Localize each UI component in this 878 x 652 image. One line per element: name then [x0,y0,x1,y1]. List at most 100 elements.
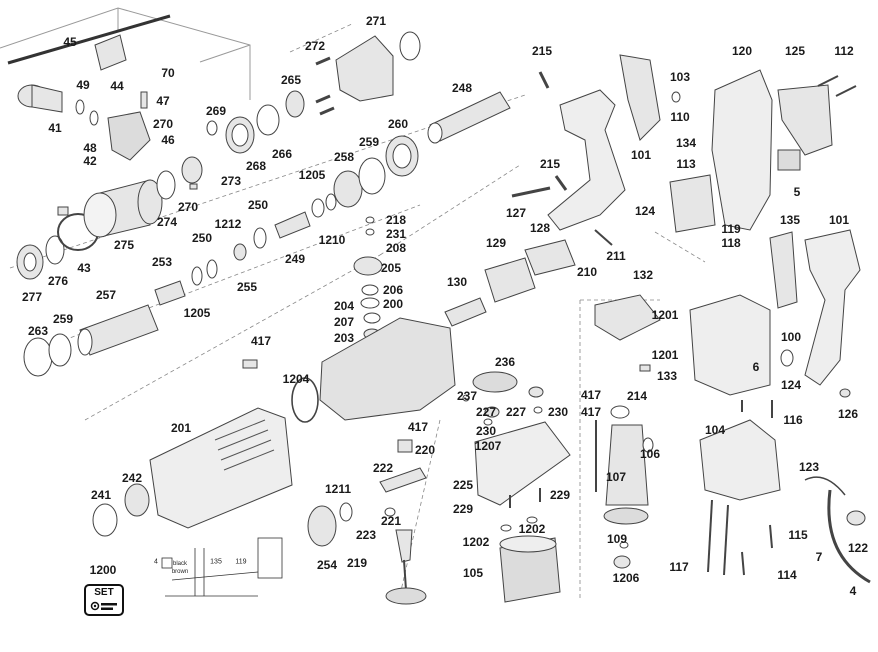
part-number-label: 230 [547,405,569,419]
shaft-part [7,14,171,65]
ring-part [191,266,203,286]
side-handle-part [804,229,861,386]
part-number-label: 129 [485,236,507,250]
part-number-label: 237 [456,389,478,403]
part-number-label: 109 [606,532,628,546]
part-number-label: 135 [779,213,801,227]
part-number-label: 249 [284,252,306,266]
part-number-label: 229 [549,488,571,502]
screw-part [741,551,745,576]
long-screw-part [723,504,729,576]
part-number-label: 42 [83,154,97,168]
rear-cover-part [711,69,773,231]
bracket-part [94,34,127,71]
clamp-bolt-part [57,206,69,216]
part-number-label: 122 [847,541,869,555]
part-number-label: 125 [784,44,806,58]
part-number-label: 242 [121,471,143,485]
screw-head-part [839,388,851,398]
part-number-label: 128 [529,221,551,235]
switch-part [669,174,716,233]
part-number-label: 215 [531,44,553,58]
part-number-label: 201 [170,421,192,435]
part-number-label: 124 [634,204,656,218]
part-number-label: 127 [505,206,527,220]
small-part [671,91,681,103]
plate-part [524,239,576,276]
ring-part [333,170,363,208]
sleeve-part [397,439,413,453]
part-number-label: 115 [788,528,808,542]
part-number-label: 268 [245,159,267,173]
part-number-label: 219 [346,556,368,570]
part-number-label: 276 [47,274,69,288]
part-number-label: 218 [385,213,407,227]
part-number-label: 254 [316,558,338,572]
part-number-label: 223 [355,528,377,542]
part-number-label: 248 [451,81,473,95]
crank-part [395,529,413,563]
vent-line [223,449,275,471]
part-number-label: 106 [639,447,661,461]
part-number-label: 236 [494,355,516,369]
part-number-label: 259 [358,135,380,149]
screw-part [319,106,335,116]
cylinder-part [444,297,487,327]
part-number-label: 259 [52,312,74,326]
ring-part [325,193,337,211]
part-number-label: 6 [752,360,760,374]
part-number-label: 123 [798,460,820,474]
part-number-label: 257 [95,288,117,302]
part-number-label: 117 [669,560,689,574]
part-number-label: 1205 [183,306,211,320]
part-number-label: 101 [630,148,652,162]
part-number-label: 215 [539,157,561,171]
selector-knob-part [353,256,383,276]
wiring-part-label: 119 [235,558,247,566]
part-number-label: 1207 [474,439,502,453]
label-plate-part [777,149,801,171]
part-number-label: 104 [704,423,726,437]
part-number-label: 120 [731,44,753,58]
bearing-part [613,555,631,569]
small-ring-part [526,516,538,524]
brush-plate-part [594,294,661,341]
part-number-label: 5 [793,185,801,199]
part-number-label: 101 [828,213,850,227]
field-top-part [499,535,557,553]
part-number-label: 231 [385,227,407,241]
part-number-label: 255 [236,280,258,294]
brush-holder-part [484,257,536,303]
sleeve-end-part [83,192,117,238]
part-number-label: 103 [669,70,691,84]
ring-part [156,170,176,200]
vent-line [214,419,266,441]
small-ring-part [462,394,470,402]
part-number-label: 47 [156,94,170,108]
small-ring-part [483,418,493,426]
part-number-label: 116 [783,413,803,427]
long-screw-part [707,499,713,573]
ring-part [307,505,337,547]
part-number-label: 1201 [651,308,679,322]
part-number-label: 211 [606,249,626,263]
bolt-part [154,280,186,306]
part-number-label: 221 [380,514,402,528]
set-badge-ring-icon [90,601,100,611]
guide-line [289,23,353,53]
set-badge: SET [84,584,124,616]
part-number-label: 225 [452,478,474,492]
part-number-label: 229 [452,502,474,516]
ring-part [45,235,65,265]
trigger-part [769,231,798,309]
pin-part [140,91,148,109]
part-number-label: 417 [250,334,272,348]
motor-housing-part [689,294,771,396]
part-number-label: 119 [721,222,741,236]
small-ring-part [619,541,629,549]
vent-line [217,429,269,451]
part-number-label: 417 [580,405,602,419]
part-number-label: 270 [152,117,174,131]
inset-switch-box [257,537,283,579]
